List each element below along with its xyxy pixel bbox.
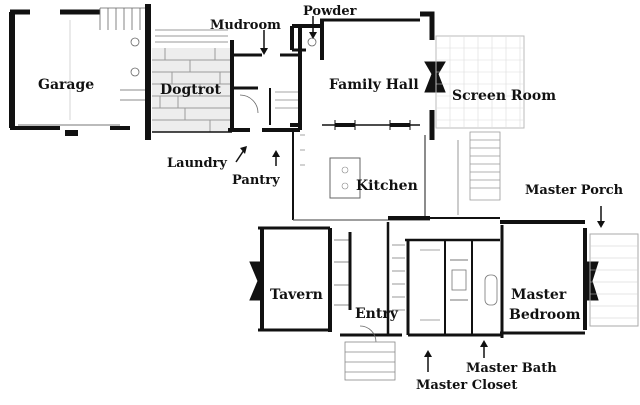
- label-pantry: Pantry: [232, 173, 280, 188]
- label-master-closet: Master Closet: [416, 378, 517, 393]
- label-master-bedroom-line2: Bedroom: [509, 307, 581, 323]
- label-arrows: [235, 16, 605, 372]
- tavern-area: [249, 226, 352, 332]
- label-powder: Powder: [303, 4, 357, 19]
- kitchen-area: [290, 123, 430, 221]
- label-master-bedroom-line1: Master: [511, 287, 567, 303]
- label-kitchen: Kitchen: [356, 178, 418, 194]
- mudroom-laundry-area: [228, 24, 320, 132]
- label-tavern: Tavern: [270, 287, 323, 303]
- label-laundry: Laundry: [167, 156, 227, 171]
- master-suite-core: [405, 238, 502, 337]
- entry-area: [340, 216, 430, 381]
- label-master-bath: Master Bath: [466, 361, 557, 376]
- label-garage: Garage: [38, 77, 94, 93]
- room-labels: Garage Dogtrot Mudroom Powder Family Hal…: [38, 4, 624, 393]
- label-screen-room: Screen Room: [452, 88, 556, 104]
- label-dogtrot: Dogtrot: [160, 82, 221, 98]
- garage-area: [9, 4, 151, 140]
- connecting-walls: [262, 217, 500, 230]
- master-bedroom-area: [500, 220, 599, 338]
- dogtrot-area: [152, 29, 232, 133]
- label-family-hall: Family Hall: [329, 77, 419, 93]
- label-mudroom: Mudroom: [210, 18, 281, 33]
- label-master-porch: Master Porch: [525, 183, 624, 198]
- label-entry: Entry: [355, 306, 399, 322]
- family-hall-area: [320, 11, 446, 140]
- master-porch-area: [589, 233, 639, 327]
- screen-room-area: [435, 35, 525, 215]
